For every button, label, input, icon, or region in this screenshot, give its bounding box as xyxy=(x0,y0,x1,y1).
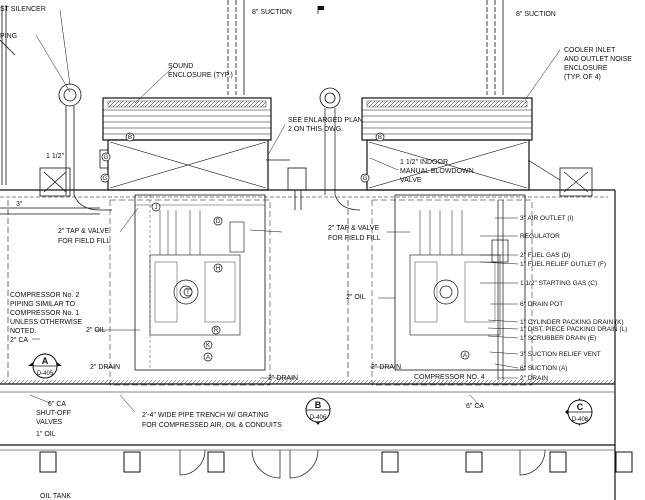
svg-text:J: J xyxy=(155,205,158,211)
label-drain-pot: 6" DRAIN POT xyxy=(520,301,563,308)
compressor-4-enclosure xyxy=(361,0,593,386)
svg-text:A: A xyxy=(463,353,467,359)
label-sound-1: SOUND xyxy=(168,63,193,70)
label-tap-valve-left: 2" TAP & VALVE xyxy=(58,228,110,235)
flag-marks xyxy=(317,6,324,14)
label-scrubber: 1" SCRUBBER DRAIN (E) xyxy=(520,335,596,342)
label-enlarged-1: SEE ENLARGED PLAN xyxy=(288,117,363,124)
center-labels: 8" SUCTION SOUND ENCLOSURE (TYP.) SEE EN… xyxy=(142,9,474,429)
left-labels: ST SILENCER PING 1 1/2" 3" 2" TAP & VALV… xyxy=(0,6,120,500)
label-trench-1: 2'-4" WIDE PIPE TRENCH W/ GRATING xyxy=(142,412,269,419)
section-c-letter: C xyxy=(577,402,584,412)
label-oil-tank: OIL TANK xyxy=(40,493,71,500)
label-cooler-2: AND OUTLET NOISE xyxy=(564,56,632,63)
label-suction-a: 6" SUCTION (A) xyxy=(520,365,567,372)
section-b-ref: D-406 xyxy=(310,415,327,421)
label-indoor-1: 1 1/2" INDOOR xyxy=(400,159,448,166)
right-labels: 8" SUCTION COOLER INLET AND OUTLET NOISE… xyxy=(414,11,632,410)
label-suction-1: 8" SUCTION xyxy=(252,9,292,16)
label-fuel-relief: 1" FUEL RELIEF OUTLET (F) xyxy=(520,261,606,268)
label-drain-right: 2" DRAIN xyxy=(520,375,548,382)
label-cooler-4: (TYP. OF 4) xyxy=(564,74,601,81)
label-dist-packing: 1" DIST. PIECE PACKING DRAIN (L) xyxy=(520,326,627,333)
svg-text:G: G xyxy=(103,176,108,182)
section-marker-c: C D-406 xyxy=(565,398,593,426)
label-fuel-gas: 2" FUEL GAS (D) xyxy=(520,252,570,259)
section-marker-b: B D-406 xyxy=(305,397,331,425)
svg-text:B: B xyxy=(378,135,382,141)
label-suction-relief: 3" SUCTION RELIEF VENT xyxy=(520,351,601,358)
label-comp2-4: UNLESS OTHERWISE xyxy=(10,319,83,326)
pipe-trench-hatch xyxy=(0,380,615,384)
label-silencer: ST SILENCER xyxy=(0,6,46,13)
svg-text:G: G xyxy=(104,155,109,161)
label-tap-valve-left-2: FOR FIELD FILL xyxy=(58,238,111,245)
label-cyl-packing: 1" CYLINDER PACKING DRAIN (K) xyxy=(520,319,624,326)
label-comp4: COMPRESSOR NO. 4 xyxy=(414,374,485,381)
section-a-letter: A xyxy=(42,356,49,366)
door-swings xyxy=(179,449,546,479)
section-marker-a: A D-405 xyxy=(28,353,62,379)
svg-text:B: B xyxy=(128,135,132,141)
label-oil-center: 2" OIL xyxy=(346,294,366,301)
svg-text:K: K xyxy=(206,343,210,349)
label-tap-valve-center-2: FOR FIELD FILL xyxy=(328,235,381,242)
label-oil-left: 2" OIL xyxy=(86,327,106,334)
svg-text:D: D xyxy=(216,219,221,225)
section-c-ref: D-406 xyxy=(572,417,589,423)
callout-bubbles xyxy=(100,132,470,362)
label-air-outlet: 3" AIR OUTLET (I) xyxy=(520,215,573,222)
label-comp2-1: COMPRESSOR No. 2 xyxy=(10,292,79,299)
left-piping xyxy=(0,5,112,215)
label-drain-center-1: 2" DRAIN xyxy=(268,375,298,382)
label-ca-left: 2" CA xyxy=(10,337,28,344)
label-trench-2: FOR COMPRESSED AIR, OIL & CONDUITS xyxy=(142,422,282,429)
label-drain-center-2: 2" DRAIN xyxy=(371,364,401,371)
label-enlarged-2: 2 ON THIS DWG. xyxy=(288,126,343,133)
label-comp2-3: COMPRESSOR No. 1 xyxy=(10,310,79,317)
label-indoor-3: VALVE xyxy=(400,177,422,184)
svg-text:G: G xyxy=(363,176,368,182)
label-drain-left: 2" DRAIN xyxy=(90,364,120,371)
label-suction-2: 8" SUCTION xyxy=(516,11,556,18)
label-size-1-5: 1 1/2" xyxy=(46,153,65,160)
label-comp2-5: NOTED. xyxy=(10,328,37,335)
label-regulator: REGULATOR xyxy=(520,233,560,240)
label-comp2-2: PIPING SIMILAR TO xyxy=(10,301,76,308)
label-tap-valve-center: 2" TAP & VALVE xyxy=(328,225,380,232)
label-shutoff-2: VALVES xyxy=(36,419,63,426)
label-shutoff-1: SHUT-OFF xyxy=(36,410,71,417)
label-ca-6: 6" CA xyxy=(48,401,66,408)
leader-lines xyxy=(29,9,561,413)
label-sound-2: ENCLOSURE (TYP.) xyxy=(168,72,233,79)
svg-text:H: H xyxy=(216,266,220,272)
label-starting-gas: 1 1/2" STARTING GAS (C) xyxy=(520,280,597,287)
svg-text:A: A xyxy=(206,355,210,361)
label-cooler-1: COOLER INLET xyxy=(564,47,616,54)
compressor-1-enclosure xyxy=(99,0,361,386)
label-piping: PING xyxy=(0,33,17,40)
section-a-ref: D-405 xyxy=(37,371,54,377)
label-size-3: 3" xyxy=(16,201,23,208)
label-cooler-3: ENCLOSURE xyxy=(564,65,608,72)
label-ca-right: 6" CA xyxy=(466,403,484,410)
column-piers xyxy=(39,451,633,473)
svg-text:R: R xyxy=(214,328,219,334)
section-b-letter: B xyxy=(315,400,322,410)
label-indoor-2: MANUAL BLOWDOWN xyxy=(400,168,474,175)
label-oil-1: 1" OIL xyxy=(36,431,56,438)
svg-text:T: T xyxy=(186,290,190,296)
callout-letters: B G G J D H T R K A B G A xyxy=(103,135,467,361)
